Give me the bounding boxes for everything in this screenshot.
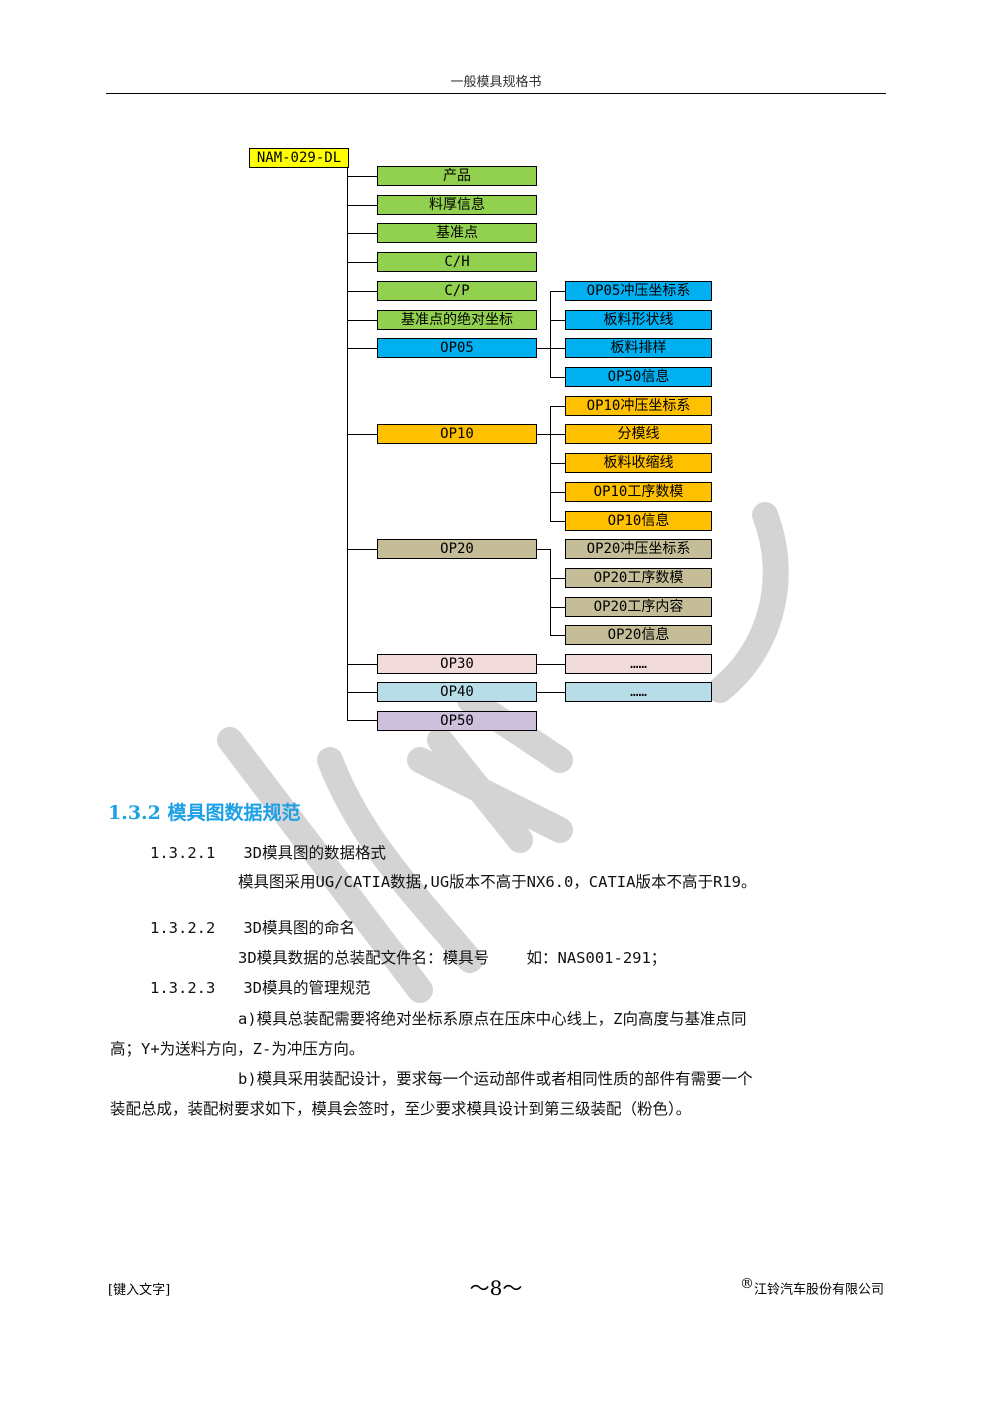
paragraph-b-line: b)模具采用装配设计，要求每一个运动部件或者相同性质的部件有需要一个 [238, 1070, 753, 1088]
connector [550, 607, 565, 608]
connector [536, 664, 565, 665]
tree-node-ch: C/H [377, 252, 537, 272]
connector [347, 664, 377, 665]
connector [536, 434, 551, 435]
subsection-1-heading: 1.3.2.1 3D模具图的数据格式 [150, 842, 386, 864]
connector [536, 348, 551, 349]
section-heading: 1.3.2 模具图数据规范 [108, 802, 301, 824]
connector [550, 348, 565, 349]
subsection-1-body: 模具图采用UG/CATIA数据,UG版本不高于NX6.0，CATIA版本不高于R… [238, 873, 757, 891]
tree-node-op40: OP40 [377, 682, 537, 702]
tree-node-datum-point: 基准点 [377, 223, 537, 243]
header-title: 一般模具规格书 [450, 75, 542, 90]
connector [536, 549, 551, 550]
connector [347, 291, 377, 292]
tree-node-op30: OP30 [377, 654, 537, 674]
tree-node-op20-child: OP20工序数模 [565, 568, 712, 588]
tree-node-op10: OP10 [377, 424, 537, 444]
registered-mark: ® [739, 1276, 754, 1292]
tree-node-op10-child: OP10信息 [565, 511, 712, 531]
tree-node-op20-child: OP20信息 [565, 625, 712, 645]
tree-node-op10-child: OP10工序数模 [565, 482, 712, 502]
tree-node-op20-child: OP20工序内容 [565, 597, 712, 617]
tree-node-op05-child: OP50信息 [565, 367, 712, 387]
tree-node-op30-child: …… [565, 654, 712, 674]
connector [347, 262, 377, 263]
connector [347, 233, 377, 234]
connector [347, 434, 377, 435]
tree-node-op20: OP20 [377, 539, 537, 559]
paragraph-a-line: 高；Y+为送料方向，Z-为冲压方向。 [110, 1040, 365, 1058]
connector [550, 521, 565, 522]
tree-node-op10-child: 分模线 [565, 424, 712, 444]
connector [347, 176, 377, 177]
connector [347, 320, 377, 321]
branch-line [550, 549, 551, 635]
tree-node-op05-child: OP05冲压坐标系 [565, 281, 712, 301]
company-name: 江铃汽车股份有限公司 [753, 1282, 884, 1298]
connector [347, 205, 377, 206]
header-divider [106, 93, 886, 94]
tree-node-op20-child: OP20冲压坐标系 [565, 539, 712, 559]
page-number: ～8～ [469, 1276, 523, 1300]
tree-node-op05-child: 板料形状线 [565, 310, 712, 330]
subsection-title: 3D模具的管理规范 [243, 979, 371, 997]
tree-root-node: NAM-029-DL [249, 148, 349, 168]
tree-node-op40-child: …… [565, 682, 712, 702]
tree-node-op50: OP50 [377, 711, 537, 731]
connector [347, 549, 377, 550]
branch-line [550, 291, 551, 377]
connector [550, 406, 565, 407]
connector [550, 291, 565, 292]
subsection-number: 1.3.2.3 [150, 979, 216, 997]
subsection-title: 3D模具图的数据格式 [243, 844, 386, 862]
connector [550, 635, 565, 636]
footer-company: ®江铃汽车股份有限公司 [740, 1276, 884, 1297]
connector [550, 578, 565, 579]
connector [536, 692, 565, 693]
tree-node-op05-child: 板料排样 [565, 338, 712, 358]
connector [347, 348, 377, 349]
paragraph-a-line: a)模具总装配需要将绝对坐标系原点在压床中心线上，Z向高度与基准点同 [238, 1010, 747, 1028]
subsection-number: 1.3.2.2 [150, 919, 216, 937]
tree-node-op05: OP05 [377, 338, 537, 358]
connector [550, 434, 565, 435]
connector [347, 692, 377, 693]
subsection-2-heading: 1.3.2.2 3D模具图的命名 [150, 917, 355, 939]
tree-node-datum-abs-coord: 基准点的绝对坐标 [377, 310, 537, 330]
tree-trunk-line [347, 166, 348, 720]
connector [550, 377, 565, 378]
tree-node-product: 产品 [377, 166, 537, 186]
connector [550, 320, 565, 321]
paragraph-b-line: 装配总成，装配树要求如下，模具会签时，至少要求模具设计到第三级装配（粉色）。 [110, 1100, 692, 1118]
subsection-3-heading: 1.3.2.3 3D模具的管理规范 [150, 977, 371, 999]
subsection-number: 1.3.2.1 [150, 844, 216, 862]
tree-node-op10-child: 板料收缩线 [565, 453, 712, 473]
tree-node-op10-child: OP10冲压坐标系 [565, 396, 712, 416]
connector [550, 492, 565, 493]
subsection-title: 3D模具图的命名 [243, 919, 355, 937]
subsection-2-body: 3D模具数据的总装配文件名：模具号 如：NAS001-291； [238, 949, 667, 967]
connector [550, 463, 565, 464]
tree-node-cp: C/P [377, 281, 537, 301]
connector [347, 720, 377, 721]
footer-placeholder-text: [键入文字] [108, 1283, 171, 1298]
tree-node-thickness-info: 料厚信息 [377, 195, 537, 215]
